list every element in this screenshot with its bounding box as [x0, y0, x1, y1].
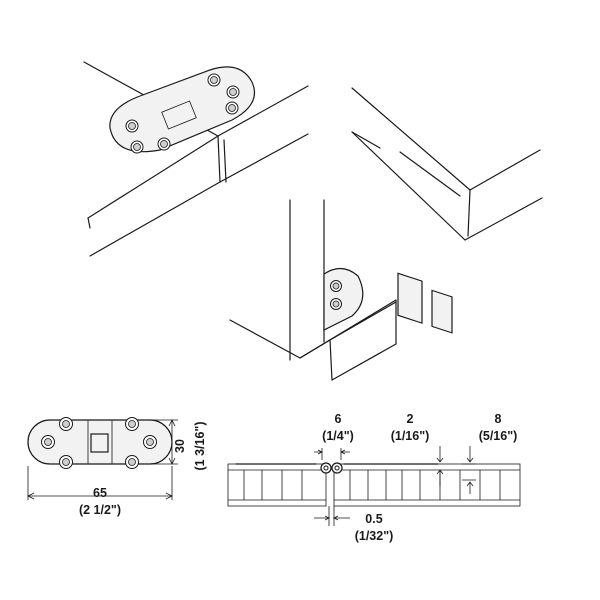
hinge-knuckle — [90, 433, 109, 453]
isometric-view-corner — [351, 87, 543, 334]
knuckle-in-label: (1/4") — [322, 429, 354, 443]
hinge-plate-corner-right — [431, 289, 453, 334]
hinge-knuckle-iso — [161, 100, 197, 130]
recess-depth-mm-label: 8 — [495, 412, 502, 426]
width-in-label: (1 3/16") — [193, 421, 207, 470]
gap-in-label: (1/32") — [355, 529, 394, 543]
gap-mm-label: 0.5 — [365, 512, 382, 526]
plate-thickness-in-label: (1/16") — [391, 429, 430, 443]
hinge-plate-corner-left — [397, 272, 423, 324]
length-mm-label: 65 — [93, 486, 107, 500]
hinge-center-strip — [87, 419, 113, 465]
screw-holes-vertical — [330, 280, 342, 310]
width-mm-label: 30 — [173, 439, 187, 453]
section-view — [227, 446, 521, 526]
isometric-view-tabletop — [83, 61, 309, 257]
plate-thickness-mm-label: 2 — [407, 412, 414, 426]
isometric-view-vertical — [229, 199, 397, 381]
hinge-top-view — [27, 417, 178, 500]
hinge-plate-vertical — [323, 267, 364, 331]
knuckle-mm-label: 6 — [335, 412, 342, 426]
screw-holes-top-view — [41, 417, 157, 469]
screw-holes-iso — [125, 73, 240, 154]
recess-depth-in-label: (5/16") — [479, 429, 518, 443]
length-in-label: (2 1/2") — [79, 503, 121, 517]
